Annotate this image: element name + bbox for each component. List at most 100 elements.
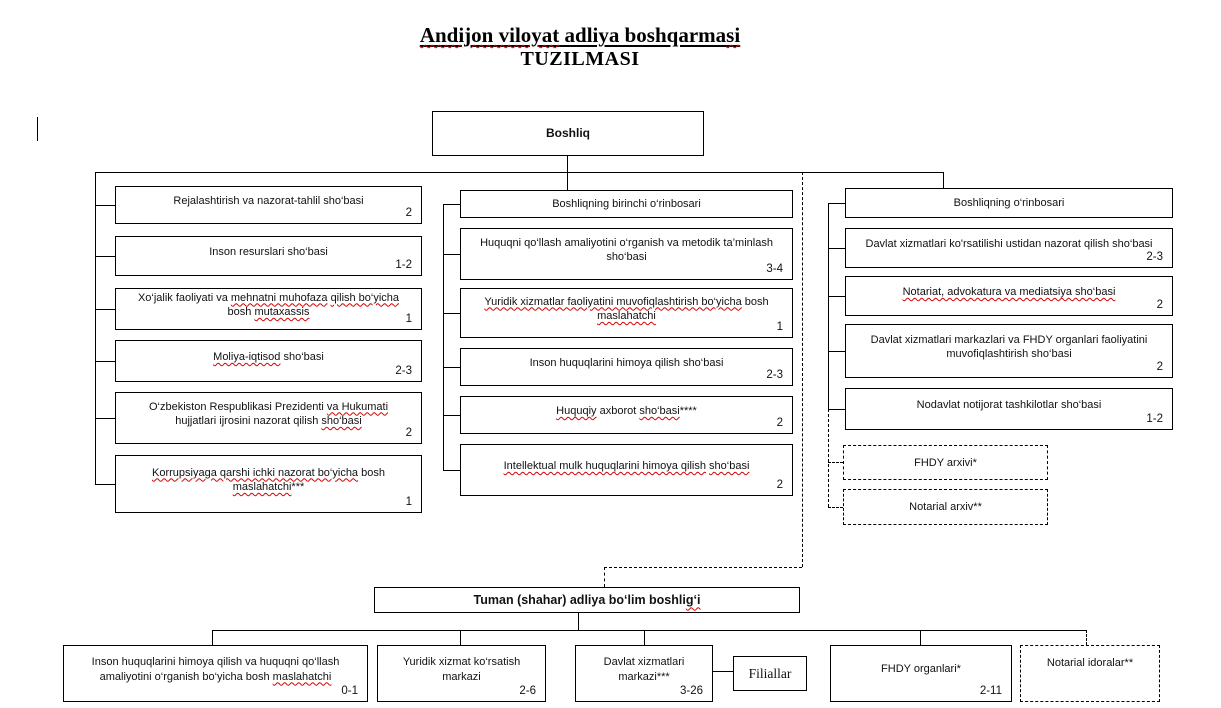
staff-count: 2 xyxy=(405,427,412,440)
box-label: Inson huquqlarini himoya qilish sho‘basi xyxy=(529,356,724,369)
connector-middle-stub xyxy=(443,415,460,416)
box-label: Yuridik xizmat ko‘rsatish markazi xyxy=(402,656,521,683)
connector-right-stub xyxy=(828,203,845,204)
connector-district-dashed-drop xyxy=(604,567,605,587)
staff-count: 2 xyxy=(405,207,412,220)
connector-left-stub xyxy=(95,205,115,206)
box-label: Inson resurslari sho‘basi xyxy=(209,245,328,258)
box-label: Davlat xizmatlari markazi*** xyxy=(603,656,685,683)
box-notarial-idoralar: Notarial idoralar** xyxy=(1020,645,1160,702)
staff-count: 1 xyxy=(405,496,412,509)
box-fhdy-arxivi: FHDY arxivi* xyxy=(843,445,1048,480)
box-rejalashtirish: Rejalashtirish va nazorat-tahlil sho‘bas… xyxy=(115,186,422,224)
connector-middle-stub xyxy=(443,204,460,205)
staff-count: 0-1 xyxy=(341,685,358,698)
box-label: Boshliq xyxy=(546,126,590,141)
staff-count: 2-3 xyxy=(1146,251,1163,264)
box-xojalik: Xo‘jalik faoliyati va mehnatni muhofaza … xyxy=(115,288,422,330)
box-label: FHDY organlari* xyxy=(881,663,961,676)
connector-filiallar-stub xyxy=(713,671,733,672)
stray-cursor-mark xyxy=(37,117,38,141)
connector-middle-spine xyxy=(443,204,444,470)
box-label: Boshliqning birinchi o‘rinbosari xyxy=(552,198,701,211)
box-birinchi-orinbosar: Boshliqning birinchi o‘rinbosari xyxy=(460,190,793,218)
connector-left-stub xyxy=(95,418,115,419)
connector-bottom-dashed-drop xyxy=(1086,630,1087,645)
connector-bottom-drop xyxy=(212,630,213,645)
connector-middle-stub xyxy=(443,313,460,314)
box-label: Filiallar xyxy=(748,666,792,682)
box-label: Moliya-iqtisod sho‘basi xyxy=(213,350,324,363)
box-label: Inson huquqlarini himoya qilish va huquq… xyxy=(91,656,340,683)
box-label: Nodavlat notijorat tashkilotlar sho‘basi xyxy=(916,398,1102,411)
staff-count: 1-2 xyxy=(1146,413,1163,426)
box-label: Davlat xizmatlari ko'rsatilishi ustidan … xyxy=(865,237,1153,250)
box-label: Boshliqning o‘rinbosari xyxy=(953,197,1065,210)
connector-right-stub xyxy=(828,248,845,249)
box-inson-resurslari: Inson resurslari sho‘basi 1-2 xyxy=(115,236,422,276)
staff-count: 2 xyxy=(1156,299,1163,312)
connector-middle-stub xyxy=(443,254,460,255)
box-notarial-arxiv: Notarial arxiv** xyxy=(843,489,1048,525)
box-yuridik-xizmatlar: Yuridik xizmatlar faoliyatini muvofiqlas… xyxy=(460,288,793,338)
connector-left-spine xyxy=(95,172,96,484)
staff-count: 2-11 xyxy=(979,685,1002,698)
box-huquqiy-axborot: Huquqiy axborot sho‘basi**** 2 xyxy=(460,396,793,434)
box-notariat: Notariat, advokatura va mediatsiya sho‘b… xyxy=(845,276,1173,316)
connector-bottom-drop xyxy=(920,630,921,645)
connector-dashed-stub xyxy=(828,507,843,508)
connector-left-stub xyxy=(95,484,115,485)
connector-district-dashed-vertical xyxy=(802,172,803,567)
box-label: Huquqiy axborot sho‘basi**** xyxy=(556,404,697,417)
box-label: Tuman (shahar) adliya bo‘lim boshlig‘i xyxy=(473,593,701,608)
box-moliya-iqtisod: Moliya-iqtisod sho‘basi 2-3 xyxy=(115,340,422,382)
box-prezident-hujjatlari: O‘zbekiston Respublikasi Prezidenti va H… xyxy=(115,392,422,444)
staff-count: 2 xyxy=(776,417,783,430)
box-dxm-fhdy: Davlat xizmatlari markazlari va FHDY org… xyxy=(845,324,1173,378)
staff-count: 2 xyxy=(1156,361,1163,374)
box-tuman-boshligi: Tuman (shahar) adliya bo‘lim boshlig‘i xyxy=(374,587,800,613)
connector-district-drop xyxy=(578,613,579,630)
connector-right-dashed-spine xyxy=(828,409,829,507)
box-label: FHDY arxivi* xyxy=(914,456,977,469)
box-label: Yuridik xizmatlar faoliyatini muvofiqlas… xyxy=(484,295,769,322)
box-label: O‘zbekiston Respublikasi Prezidenti va H… xyxy=(148,400,389,427)
staff-count: 2-3 xyxy=(395,365,412,378)
box-nodavlat: Nodavlat notijorat tashkilotlar sho‘basi… xyxy=(845,388,1173,430)
connector-right-drop xyxy=(943,172,944,188)
connector-left-stub xyxy=(95,256,115,257)
connector-middle-stub xyxy=(443,367,460,368)
connector-middle-drop xyxy=(567,172,568,190)
staff-count: 3-26 xyxy=(679,685,703,698)
staff-count: 1-2 xyxy=(395,259,412,272)
connector-bottom-horizontal xyxy=(212,630,1086,631)
connector-middle-stub xyxy=(443,470,460,471)
box-label: Korrupsiyaga qarshi ichki nazorat bo‘yic… xyxy=(152,466,385,493)
connector-right-spine xyxy=(828,203,829,409)
box-label: Rejalashtirish va nazorat-tahlil sho‘bas… xyxy=(173,194,364,207)
box-dx-markazi: Davlat xizmatlari markazi*** 3-26 xyxy=(575,645,713,702)
box-intellektual-mulk: Intellektual mulk huquqlarini himoya qil… xyxy=(460,444,793,496)
box-label: Intellektual mulk huquqlarini himoya qil… xyxy=(503,459,750,472)
page-title: Andijon viloyat adliya boshqarmasi TUZIL… xyxy=(180,23,980,71)
box-davlat-xizmatlari-nazorat: Davlat xizmatlari ko'rsatilishi ustidan … xyxy=(845,228,1173,268)
connector-root-drop xyxy=(567,156,568,172)
box-boshliq: Boshliq xyxy=(432,111,704,156)
connector-dashed-stub xyxy=(828,462,843,463)
box-label: Davlat xizmatlari markazlari va FHDY org… xyxy=(870,333,1148,360)
box-inson-huquqlari: Inson huquqlarini himoya qilish sho‘basi… xyxy=(460,348,793,386)
page-title-line1: Andijon viloyat adliya boshqarmasi xyxy=(419,23,741,47)
box-label: Xo‘jalik faoliyati va mehnatni muhofaza … xyxy=(137,291,400,318)
staff-count: 2-6 xyxy=(519,685,536,698)
box-korrupsiya: Korrupsiyaga qarshi ichki nazorat bo‘yic… xyxy=(115,455,422,513)
box-label: Huquqni qo‘llash amaliyotini o‘rganish v… xyxy=(480,236,773,263)
connector-bottom-drop xyxy=(644,630,645,645)
box-label: Notariat, advokatura va mediatsiya sho‘b… xyxy=(902,285,1116,298)
connector-left-stub xyxy=(95,309,115,310)
box-yuridik-markaz: Yuridik xizmat ko‘rsatish markazi 2-6 xyxy=(377,645,546,702)
connector-right-stub xyxy=(828,409,845,410)
box-bosh-maslahatchi: Inson huquqlarini himoya qilish va huquq… xyxy=(63,645,368,702)
staff-count: 2-3 xyxy=(766,369,783,382)
box-label: Notarial arxiv** xyxy=(909,501,982,514)
